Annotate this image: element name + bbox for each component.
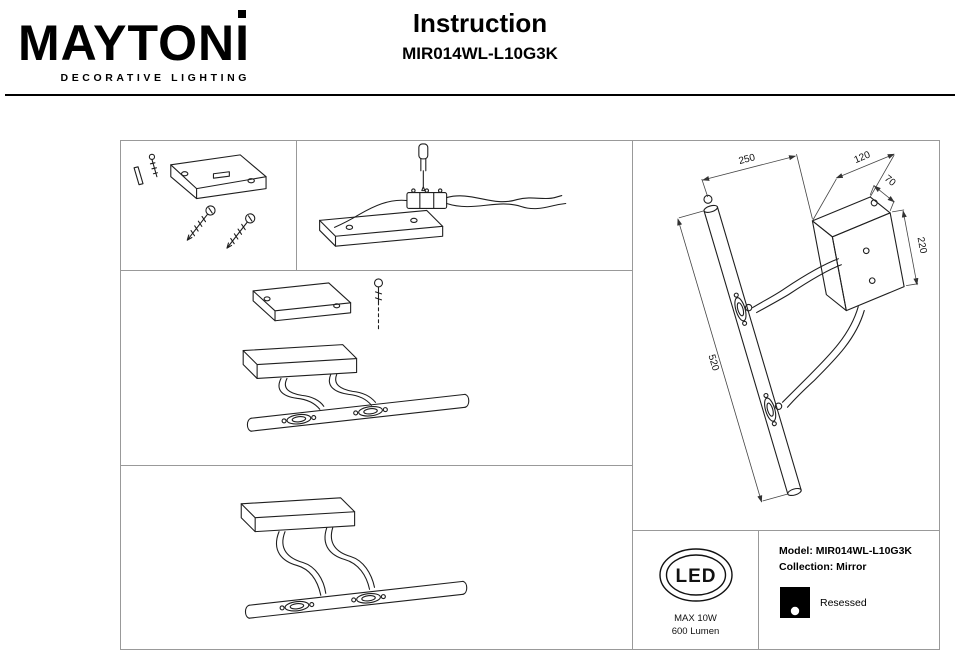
max-power: MAX 10W — [674, 613, 717, 624]
dim-70-label: 70 — [882, 173, 898, 189]
fixture-assembly-drawing — [242, 278, 470, 432]
collection-line: Collection: Mirror — [779, 561, 939, 573]
dim-250-label: 250 — [738, 152, 757, 167]
recessed-mount-icon — [780, 587, 810, 618]
led-logo: LED — [658, 548, 733, 602]
mount-type-row: Resessed — [779, 586, 939, 620]
assembled-fixture-drawing — [240, 497, 468, 619]
dimension-labels: 250 120 70 220 520 — [706, 149, 929, 372]
luminous-flux: 600 Lumen — [671, 626, 720, 637]
instruction-content: 250 120 70 220 520 LED MAX 10W 600 Lumen… — [120, 140, 940, 650]
brand-tagline: DECORATIVE LIGHTING — [60, 72, 251, 84]
model-label: Model: — [779, 545, 813, 557]
wiring-drawing — [319, 143, 567, 247]
mount-type-label: Resessed — [820, 597, 867, 609]
brand-name: MAYTONI — [18, 15, 251, 71]
fixture-isometric-drawing — [703, 194, 905, 497]
model-number: MIR014WL-L10G3K — [402, 44, 558, 63]
wiring-diagram — [319, 143, 567, 247]
collection-label: Collection: — [779, 561, 834, 573]
dim-120-label: 120 — [853, 149, 873, 166]
model-value: MIR014WL-L10G3K — [815, 545, 913, 557]
title-block: Instruction MIR014WL-L10G3K — [402, 8, 558, 64]
header-divider — [5, 94, 955, 96]
step-wiring-panel — [297, 141, 633, 271]
bracket-and-fixture-diagram — [242, 278, 470, 432]
dim-220-label: 220 — [915, 236, 929, 255]
dimensional-drawing: 250 120 70 220 520 — [677, 149, 929, 503]
assembled-fixture-diagram — [240, 497, 468, 619]
collection-value: Mirror — [836, 561, 867, 573]
document-title: Instruction — [412, 8, 548, 38]
maytoni-logo: MAYTONI DECORATIVE LIGHTING — [18, 8, 250, 84]
step-assembled-panel — [121, 466, 633, 649]
mounting-hardware-diagram — [133, 153, 267, 249]
product-info-panel: Model: MIR014WL-L10G3K Collection: Mirro… — [759, 531, 939, 649]
dimension-lines — [677, 153, 919, 503]
led-spec-panel: LED MAX 10W 600 Lumen — [633, 531, 759, 649]
bracket-screws-drawing — [133, 153, 267, 249]
step-mounting-hardware-panel — [121, 141, 297, 271]
step-attach-fixture-panel — [121, 271, 633, 466]
dim-520-label: 520 — [706, 353, 721, 372]
model-line: Model: MIR014WL-L10G3K — [779, 545, 939, 557]
dimensions-panel: 250 120 70 220 520 — [633, 141, 939, 531]
logo-i-dot-icon — [238, 10, 247, 18]
led-label: LED — [675, 566, 716, 587]
